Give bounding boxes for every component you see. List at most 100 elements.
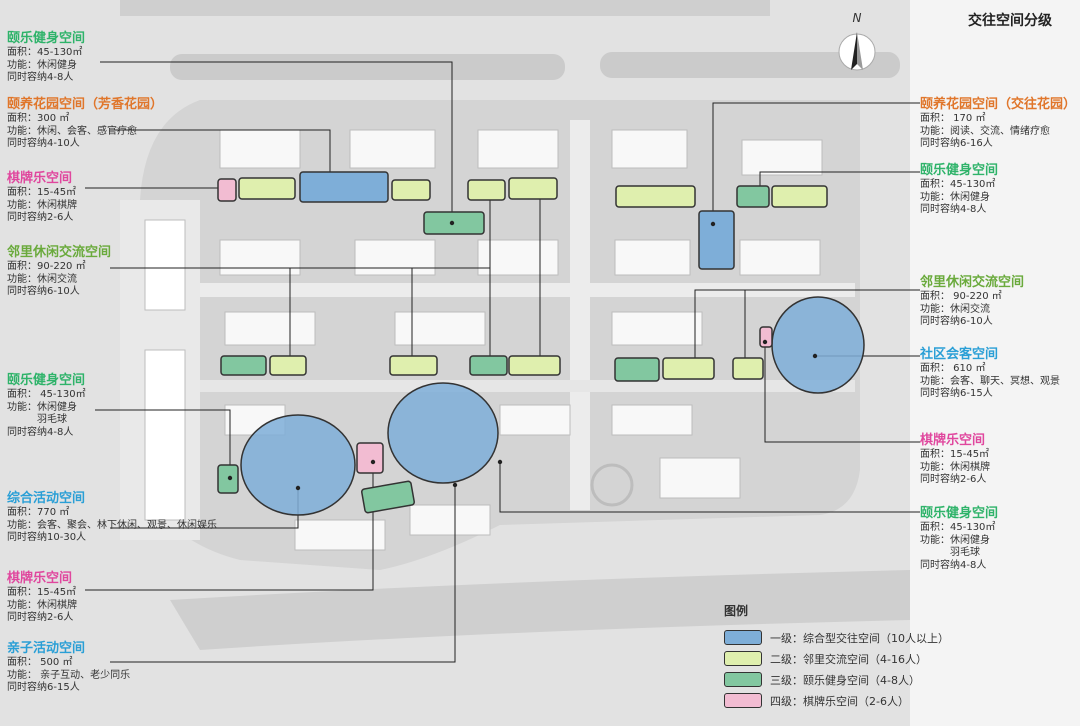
level-3-space <box>736 185 770 208</box>
leader-line <box>160 267 413 362</box>
space-detail-line: 面积：300 ㎡ <box>7 113 70 124</box>
space-detail-line: 功能：休闲交流 <box>7 273 77 285</box>
north-label: N <box>853 11 862 25</box>
space-title: 邻里休闲交流空间 <box>920 275 1025 290</box>
west-building-2 <box>144 349 186 521</box>
space-detail-line: 功能：休闲健身 <box>7 401 77 413</box>
road-north-south <box>570 120 590 510</box>
building <box>611 404 693 436</box>
building <box>354 239 436 276</box>
building <box>477 129 559 169</box>
building <box>659 457 741 499</box>
space-title: 邻里休闲交流空间 <box>7 245 112 260</box>
leader-line <box>759 171 920 186</box>
space-detail-line: 功能： 亲子互动、老少同乐 <box>7 669 131 681</box>
building <box>614 239 691 276</box>
space-detail-line: 面积： 45-130㎡ <box>7 389 86 400</box>
space-detail-line: 同时容纳4-8人 <box>7 72 74 83</box>
leader-dot <box>452 482 458 488</box>
space-detail-line: 功能：休闲健身 <box>920 191 990 203</box>
space-title: 社区会客空间 <box>920 347 999 362</box>
compass-needle-right <box>857 32 863 70</box>
space-detail-line: 面积： 610 ㎡ <box>920 363 986 374</box>
leader-line <box>744 289 920 362</box>
legend-item-level-4: 四级：棋牌乐空间（2-6人） <box>724 690 974 711</box>
space-detail-line: 同时容纳2-6人 <box>7 212 74 223</box>
space-detail-line: 羽毛球 <box>920 547 980 558</box>
building <box>394 311 486 346</box>
space-detail-line: 面积：90-220 ㎡ <box>7 261 86 272</box>
space-detail-line: 同时容纳6-15人 <box>7 682 80 693</box>
north-arrow-icon: N <box>838 11 876 71</box>
space-title: 颐乐健身空间 <box>7 31 86 46</box>
legend-item-level-3: 三级：颐乐健身空间（4-8人） <box>724 669 974 690</box>
space-detail-line: 功能：休闲交流 <box>920 303 990 315</box>
space-detail-line: 同时容纳6-16人 <box>920 138 993 149</box>
level-2-space <box>467 179 506 201</box>
legend-item-level-2: 二级：邻里交流空间（4-16人） <box>724 648 974 669</box>
space-title: 棋牌乐空间 <box>7 571 73 586</box>
building <box>409 504 491 536</box>
space-title: 棋牌乐空间 <box>920 433 986 448</box>
leader-line <box>95 409 231 478</box>
level-3-space <box>217 464 239 494</box>
compass-needle-left <box>851 32 857 70</box>
legend-swatch <box>724 672 762 687</box>
leader-dot <box>497 459 503 465</box>
level-2-space <box>662 357 715 380</box>
building <box>611 129 688 169</box>
space-detail-line: 同时容纳10-30人 <box>7 532 87 543</box>
level-4-space <box>759 326 773 348</box>
leader-line <box>110 129 331 178</box>
leader-line <box>712 102 920 212</box>
legend-swatch <box>724 693 762 708</box>
road-east-west <box>200 283 855 297</box>
space-detail-line: 面积：15-45㎡ <box>7 187 77 198</box>
leader-dot <box>710 221 716 227</box>
building <box>224 311 316 346</box>
leader-line <box>100 61 453 222</box>
west-building-1 <box>144 219 186 311</box>
level-1-space-aromatic-garden <box>299 171 389 203</box>
level-1-space-reception <box>771 296 865 394</box>
level-2-space <box>615 185 696 208</box>
level-2-space <box>732 357 764 380</box>
space-detail-line: 同时容纳4-8人 <box>920 559 987 571</box>
residential-buildings <box>219 129 823 551</box>
level-2-space <box>771 185 828 208</box>
leader-dot <box>449 220 455 226</box>
space-detail-line: 面积： 500 ㎡ <box>7 657 73 668</box>
space-detail-line: 功能：阅读、交流、情绪疗愈 <box>920 125 1050 137</box>
legend-swatch <box>724 651 762 666</box>
leader-line <box>499 463 920 513</box>
space-detail-line: 同时容纳4-10人 <box>7 138 80 149</box>
legend-text: 三级：颐乐健身空间（4-8人） <box>770 673 920 687</box>
level-2-space <box>508 355 561 376</box>
space-detail-line: 同时容纳4-8人 <box>7 426 74 438</box>
north-tree-row-2 <box>600 52 900 78</box>
leader-dot <box>295 485 301 491</box>
space-detail-line: 同时容纳2-6人 <box>920 474 987 485</box>
level-2-space <box>508 177 558 200</box>
space-detail-line: 面积：45-130㎡ <box>7 47 83 58</box>
level-4-space <box>356 442 384 474</box>
space-detail-line: 功能：会客、聊天、冥想、观景 <box>920 375 1060 387</box>
level-1-space-integrated <box>240 414 356 516</box>
level-3-space <box>220 355 267 376</box>
building <box>611 311 703 346</box>
space-detail-line: 面积：15-45㎡ <box>7 587 77 598</box>
space-detail-line: 羽毛球 <box>7 414 67 425</box>
leader-dot <box>227 475 233 481</box>
space-title: 颐乐健身空间 <box>920 163 999 178</box>
space-detail-line: 同时容纳2-6人 <box>7 612 74 623</box>
